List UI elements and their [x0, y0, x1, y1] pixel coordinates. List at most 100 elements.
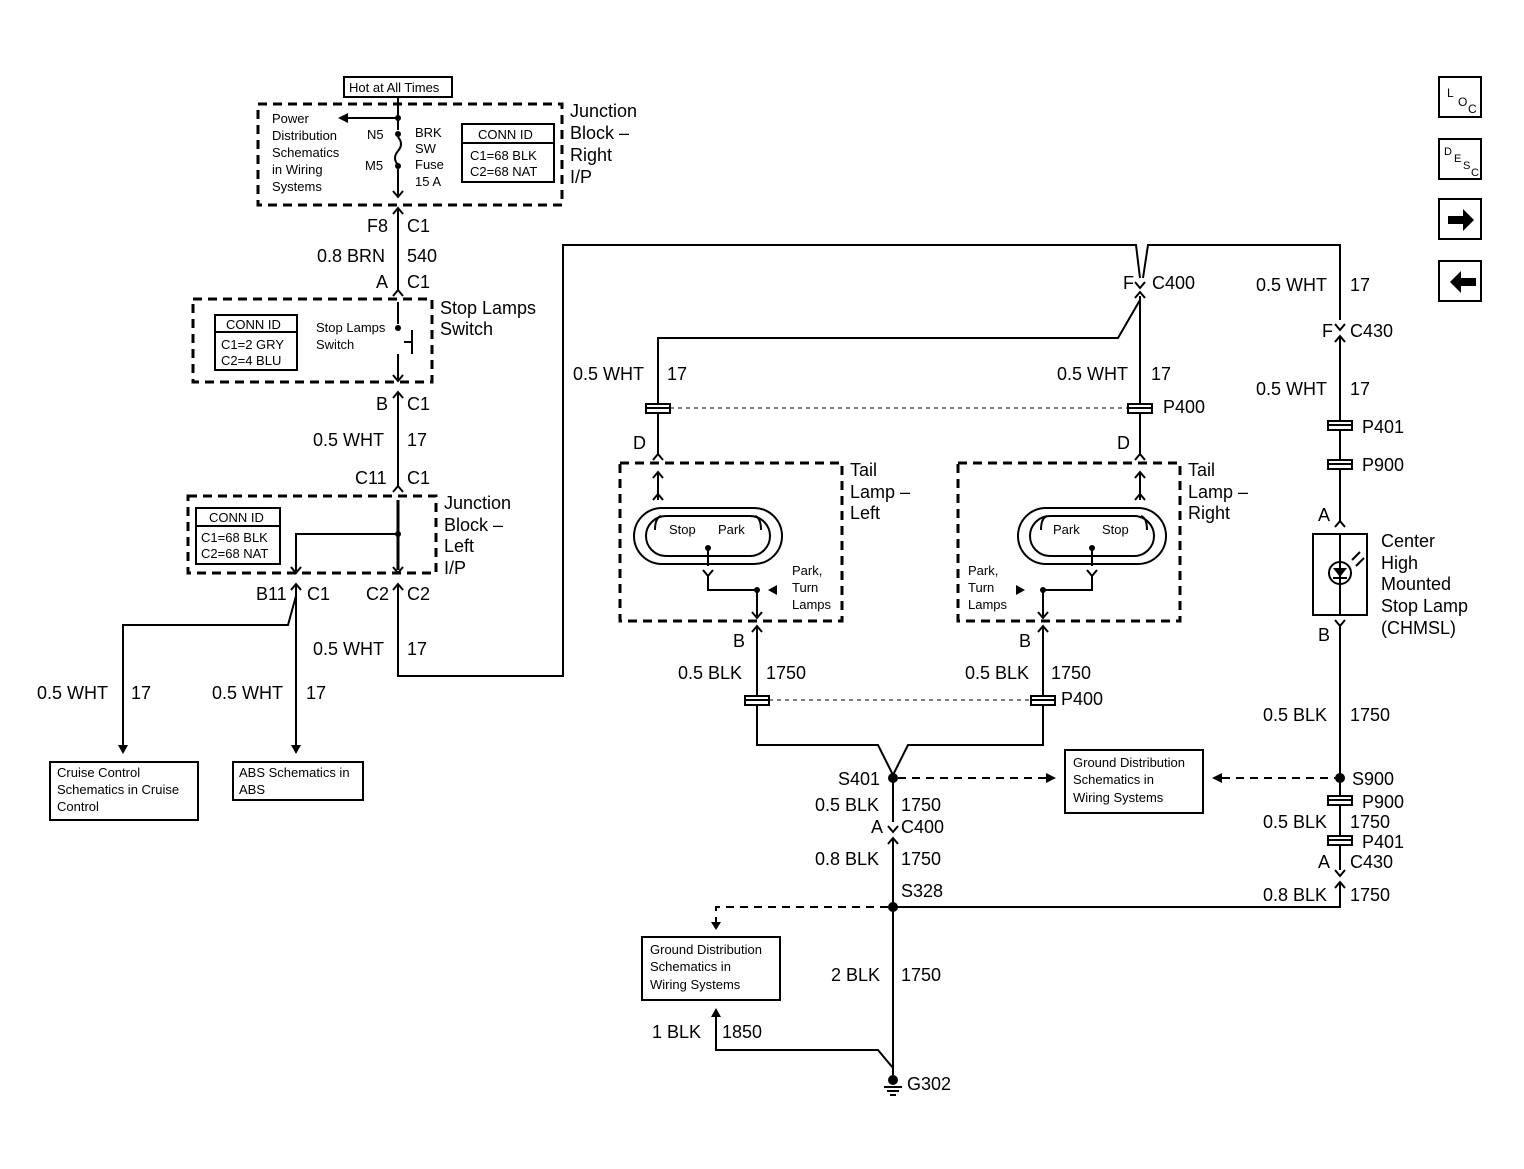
jbl-title-4: I/P [444, 558, 466, 578]
tll-d: D [633, 433, 646, 453]
tll-ptl-1: Park, [792, 563, 822, 578]
right-arrow-icon [1448, 209, 1474, 231]
jbl-conn-id-box [195, 507, 281, 565]
jbr-conn-id-box [461, 123, 555, 183]
c2b-label: C2 [407, 584, 430, 604]
c400-b-label: C400 [901, 817, 944, 837]
jbl-conn-2: C2=68 NAT [201, 546, 268, 561]
circuit-540: 540 [407, 246, 437, 266]
tlr-circuit-top: 17 [1151, 364, 1171, 384]
fuse-3: Fuse [415, 157, 444, 172]
cruise-control-ref[interactable] [49, 761, 199, 821]
jbl-conn-1: C1=68 BLK [201, 530, 268, 545]
tlr-p400b: P400 [1061, 689, 1103, 709]
sls-conn-id-box [214, 314, 298, 371]
tlr-park: Park [1053, 522, 1080, 537]
tail-lamp-left-box [618, 461, 844, 623]
tll-circuit-bot: 1750 [766, 663, 806, 683]
loc-button[interactable]: L O C [1438, 76, 1482, 118]
cruise-gauge: 0.5 WHT [37, 683, 108, 703]
tlr-stop: Stop [1102, 522, 1129, 537]
tlr-gauge-bot: 0.5 BLK [965, 663, 1029, 683]
chmsl-title-3: Mounted [1381, 574, 1451, 594]
cruise-3: Control [57, 799, 99, 814]
chmsl-gauge-3: 0.5 BLK [1263, 705, 1327, 725]
tll-ptl-3: Lamps [792, 597, 832, 612]
loc-l: L [1447, 86, 1454, 100]
abs-circuit: 17 [306, 683, 326, 703]
chmsl-f: F [1322, 321, 1333, 341]
hot-label: Hot at All Times [349, 80, 440, 95]
c2a-label: C2 [366, 584, 389, 604]
gd1-2: Schematics in [1073, 772, 1154, 787]
gnd-p401: P401 [1362, 832, 1404, 852]
gauge-17: 0.5 WHT [313, 430, 384, 450]
c1-label-2: C1 [407, 394, 430, 414]
tll-circuit-top: 17 [667, 364, 687, 384]
led-lamp-icon [1328, 561, 1352, 585]
gd2-3: Wiring Systems [650, 977, 741, 992]
g5-gauge: 2 BLK [831, 965, 880, 985]
pds-1: Power [272, 111, 310, 126]
tll-park: Park [718, 522, 745, 537]
jbl-title-3: Left [444, 536, 474, 556]
pds-4: in Wiring [272, 162, 323, 177]
p900-circuit: 1750 [1350, 812, 1390, 832]
p900-gauge: 0.5 BLK [1263, 812, 1327, 832]
desc-button[interactable]: D E S C [1438, 138, 1482, 180]
loc-o: O [1458, 95, 1467, 109]
tll-title-2: Lamp – [850, 482, 910, 502]
c430-circuit: 1750 [1350, 885, 1390, 905]
chmsl-circuit-3: 1750 [1350, 705, 1390, 725]
desc-s: S [1463, 160, 1470, 172]
chmsl-gauge-1: 0.5 WHT [1256, 275, 1327, 295]
jbr-conn-2: C2=68 NAT [470, 164, 537, 179]
tlr-d: D [1117, 433, 1130, 453]
chmsl-a: A [1318, 505, 1330, 525]
prev-button[interactable] [1438, 260, 1482, 302]
sls-title-2: Switch [440, 319, 493, 339]
cruise-2: Schematics in Cruise [57, 782, 179, 797]
ground-distribution-ref-2[interactable] [641, 936, 781, 1001]
chmsl-title-5: (CHMSL) [1381, 618, 1456, 638]
s401-gauge: 0.5 BLK [815, 795, 879, 815]
tlr-ptl-2: Turn [968, 580, 994, 595]
left-arrow-icon [1450, 271, 1476, 293]
junction-block-right [256, 102, 564, 207]
next-button[interactable] [1438, 198, 1482, 240]
tlr-title-3: Right [1188, 503, 1230, 523]
sls-conn-2: C2=4 BLU [221, 353, 281, 368]
tlr-title-1: Tail [1188, 460, 1215, 480]
chmsl-c430: C430 [1350, 321, 1393, 341]
c1c-label: C1 [407, 468, 430, 488]
tll-gauge-bot: 0.5 BLK [678, 663, 742, 683]
ground-distribution-ref-1[interactable] [1064, 749, 1204, 814]
c1b-label: C1 [407, 272, 430, 292]
jbl-title-1: Junction [444, 493, 511, 513]
c430-a: A [1318, 852, 1330, 872]
junction-block-left [186, 494, 438, 575]
desc-d: D [1444, 146, 1452, 158]
stop-lamps-switch-box [191, 297, 434, 384]
chmsl-circuit-1: 17 [1350, 275, 1370, 295]
m5-label: M5 [365, 158, 383, 173]
cruise-1: Cruise Control [57, 765, 140, 780]
arrow-left-icon [338, 113, 348, 123]
tll-title-1: Tail [850, 460, 877, 480]
circuit-17: 17 [407, 430, 427, 450]
gd1-1: Ground Distribution [1073, 755, 1185, 770]
pds-3: Schematics [272, 145, 340, 160]
g6-gauge: 1 BLK [652, 1022, 701, 1042]
cruise-circuit: 17 [131, 683, 151, 703]
chmsl-title-4: Stop Lamp [1381, 596, 1468, 616]
abs-ref[interactable] [232, 761, 364, 801]
jbr-conn-head: CONN ID [478, 127, 533, 142]
tlr-b: B [1019, 631, 1031, 651]
jbr-conn-1: C1=68 BLK [470, 148, 537, 163]
gd2-2: Schematics in [650, 959, 731, 974]
sls-conn-1: C1=2 GRY [221, 337, 284, 352]
c400-circuit: 1750 [901, 849, 941, 869]
c1-label: C1 [407, 216, 430, 236]
g6-circuit: 1850 [722, 1022, 762, 1042]
g5-circuit: 1750 [901, 965, 941, 985]
